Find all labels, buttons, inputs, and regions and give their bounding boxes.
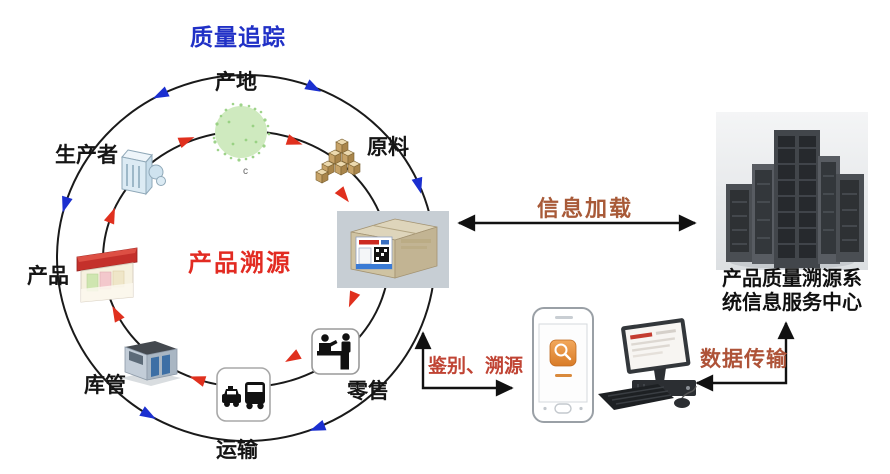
factory-icon bbox=[121, 149, 166, 196]
server-racks-icon bbox=[716, 112, 868, 270]
node-label-raw-material: 原料 bbox=[367, 136, 409, 159]
product-trace-center-title: 产品溯源 bbox=[188, 250, 292, 277]
product-box-icon bbox=[76, 247, 138, 303]
server-caption-line1: 产品质量溯源系 bbox=[722, 268, 862, 290]
warehouse-icon bbox=[121, 341, 181, 386]
node-label-retail: 零售 bbox=[347, 380, 389, 403]
inner-flow-arrowheads bbox=[103, 134, 361, 387]
desktop-computer-icon bbox=[598, 318, 697, 410]
center-watermark: c bbox=[243, 166, 248, 177]
goods-pile-icon bbox=[315, 138, 361, 184]
smartphone-trace-app-icon bbox=[532, 307, 594, 423]
data-transfer-arrow bbox=[695, 321, 795, 392]
node-label-transport: 运输 bbox=[216, 439, 258, 462]
cashier-icon bbox=[311, 328, 360, 375]
server-caption-line2: 统信息服务中心 bbox=[722, 292, 862, 314]
server-center-caption: 产品质量溯源系 统信息服务中心 bbox=[700, 267, 884, 315]
app-label-bar bbox=[555, 374, 572, 377]
node-label-producer: 生产者 bbox=[55, 144, 118, 167]
outer-flow-arrowheads bbox=[62, 79, 423, 431]
identify-trace-annotation: 鉴别、溯源 bbox=[428, 356, 524, 377]
node-label-origin: 产地 bbox=[215, 71, 257, 94]
connector-arrows bbox=[414, 214, 795, 397]
node-label-warehouse: 库管 bbox=[84, 374, 126, 397]
quality-tracking-title: 质量追踪 bbox=[190, 24, 286, 50]
info-load-annotation: 信息加载 bbox=[537, 196, 634, 221]
plant-cluster-icon bbox=[212, 102, 271, 162]
qr-carton-icon bbox=[337, 211, 449, 288]
data-transfer-annotation: 数据传输 bbox=[700, 348, 788, 371]
identify-trace-arrow bbox=[414, 331, 514, 397]
node-label-product: 产品 bbox=[27, 265, 69, 288]
vehicles-icon bbox=[216, 367, 271, 422]
